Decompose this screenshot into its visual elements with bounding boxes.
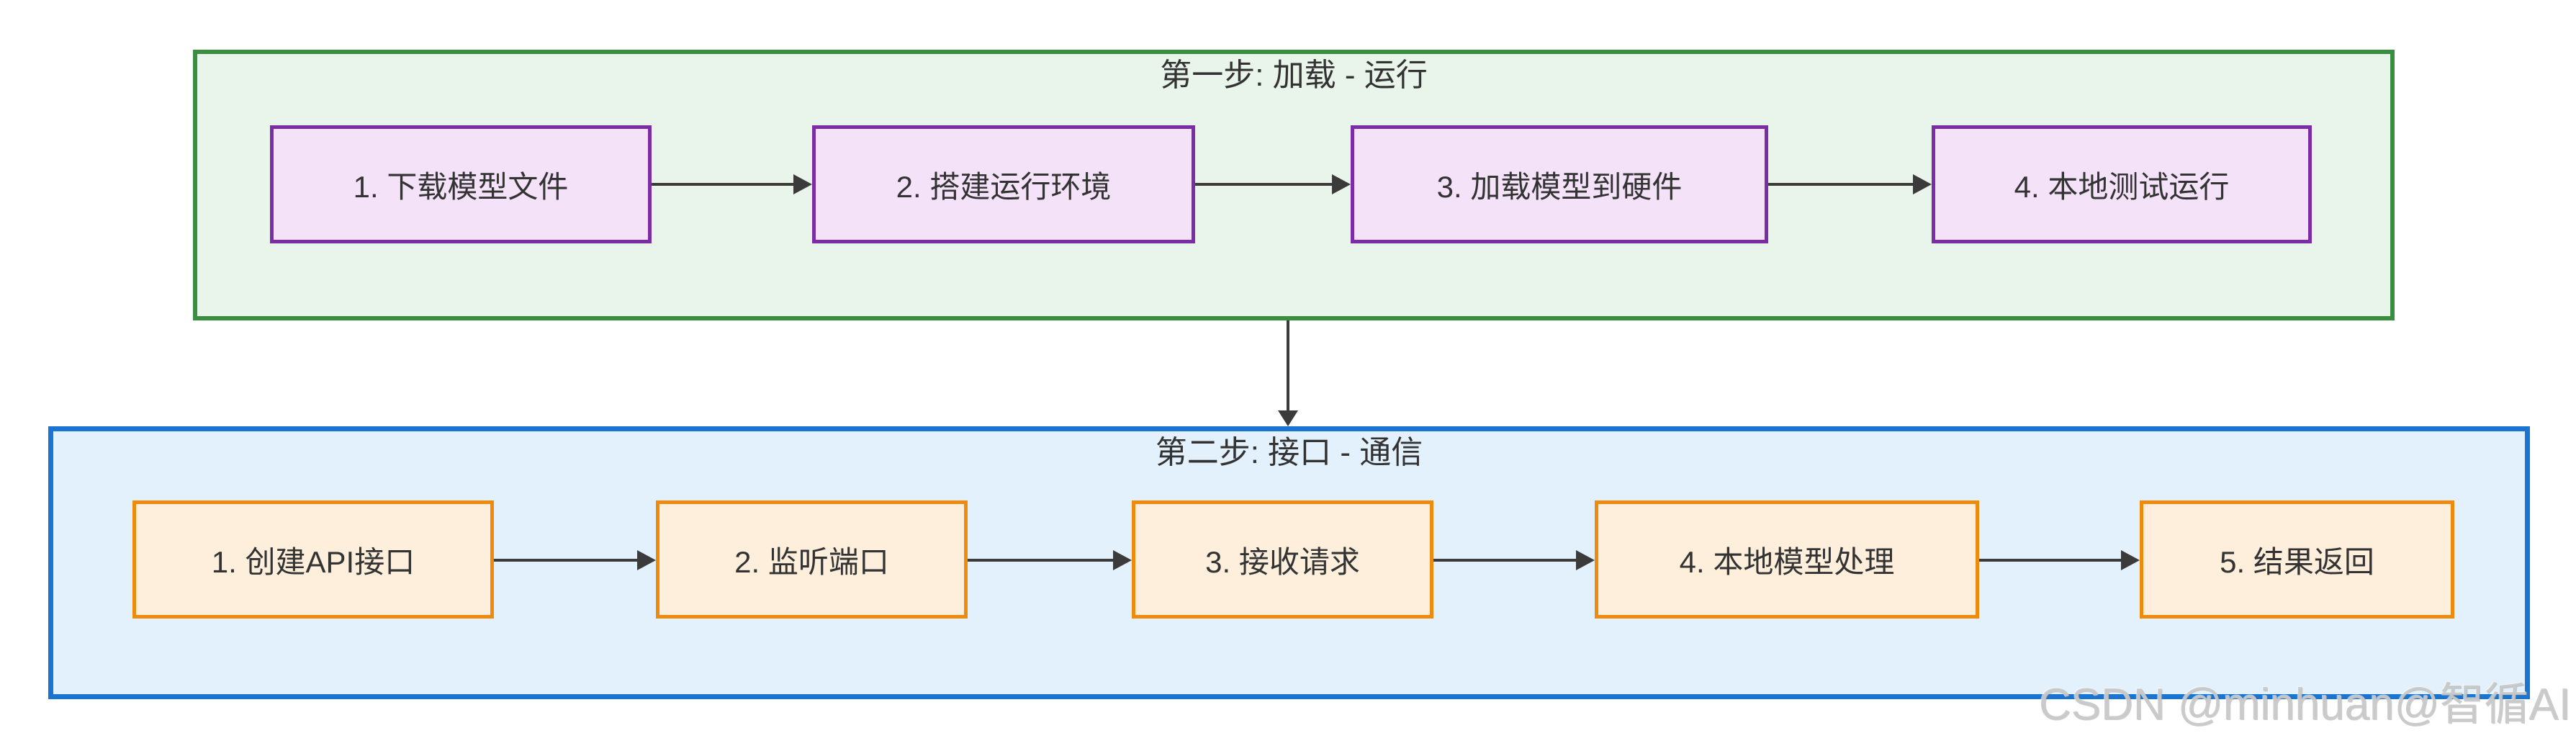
section-title: 第一步: 加载 - 运行: [1160, 58, 1428, 93]
arrow-line: [494, 559, 640, 562]
section-step1-load-run: 第一步: 加载 - 运行 1. 下载模型文件 2. 搭建运行环境 3. 加载模型…: [193, 50, 2395, 320]
flow-arrow-step1-to-step2: [1278, 320, 1298, 426]
arrow-line: [1195, 183, 1335, 186]
arrow-line: [652, 183, 796, 186]
flow-node-load-to-hardware: 3. 加载模型到硬件: [1351, 125, 1768, 243]
flow-node-local-model-process: 4. 本地模型处理: [1595, 500, 1979, 619]
arrowhead-right-icon: [1113, 550, 1132, 570]
arrow-line: [1287, 320, 1289, 410]
arrow-line: [1768, 183, 1916, 186]
arrowhead-right-icon: [1332, 174, 1351, 194]
section-step2-api-communication: 第二步: 接口 - 通信 1. 创建API接口 2. 监听端口 3. 接收请求 …: [48, 426, 2530, 699]
watermark-text: CSDN @minhuan@智循AI: [2038, 680, 2571, 729]
flow-node-setup-env: 2. 搭建运行环境: [812, 125, 1195, 243]
arrowhead-right-icon: [1913, 174, 1932, 194]
arrow-line: [1979, 559, 2124, 562]
flow-arrow: [1768, 174, 1932, 194]
flow-node-download-model: 1. 下载模型文件: [270, 125, 652, 243]
arrow-line: [1433, 559, 1579, 562]
arrowhead-right-icon: [793, 174, 812, 194]
flow-node-return-result: 5. 结果返回: [2140, 500, 2454, 619]
flow-arrow: [1433, 550, 1595, 570]
flow-node-create-api: 1. 创建API接口: [132, 500, 494, 619]
flow-arrow: [968, 550, 1132, 570]
flow-node-local-test-run: 4. 本地测试运行: [1932, 125, 2312, 243]
section-title: 第二步: 接口 - 通信: [1155, 435, 1423, 470]
flow-arrow: [494, 550, 656, 570]
arrowhead-right-icon: [1576, 550, 1595, 570]
arrowhead-right-icon: [637, 550, 656, 570]
flow-node-listen-port: 2. 监听端口: [656, 500, 968, 619]
flow-node-receive-request: 3. 接收请求: [1132, 500, 1433, 619]
arrowhead-down-icon: [1278, 410, 1298, 426]
arrowhead-right-icon: [2121, 550, 2140, 570]
flow-arrow: [1195, 174, 1351, 194]
flow-arrow: [652, 174, 812, 194]
flow-arrow: [1979, 550, 2140, 570]
arrow-line: [968, 559, 1116, 562]
